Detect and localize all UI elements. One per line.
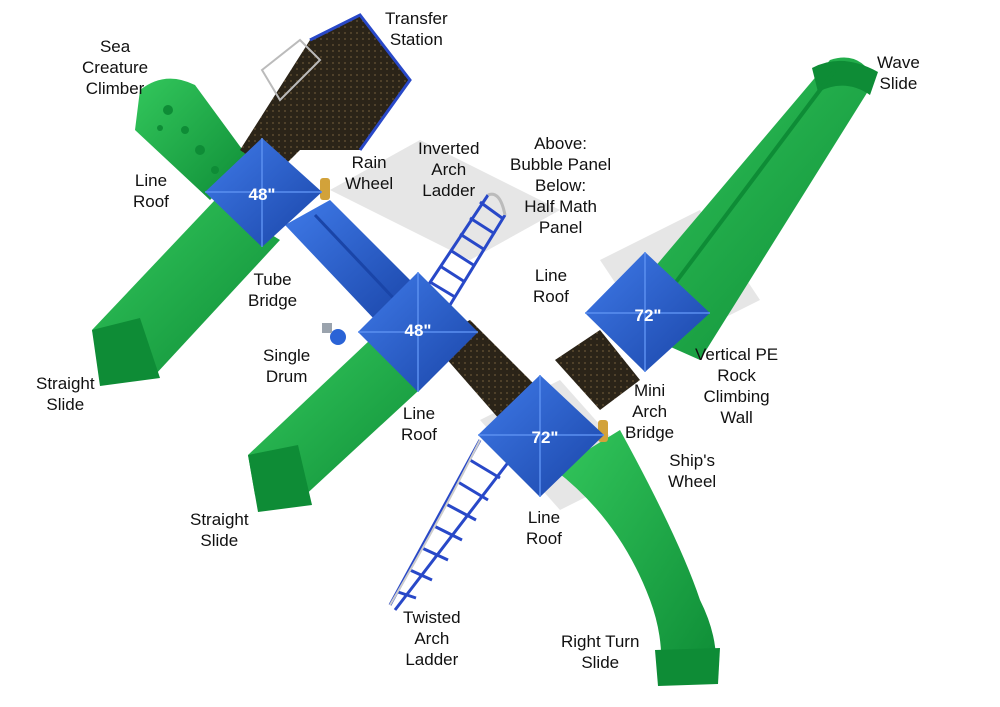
- roof-size-label: 48": [405, 321, 432, 340]
- roof-48-center: 48": [358, 272, 478, 392]
- label-straight-slide-left: Straight Slide: [36, 374, 95, 414]
- label-line-roof-mid: Line Roof: [401, 404, 437, 444]
- label-line-roof-top-left: Line Roof: [133, 171, 169, 211]
- label-straight-slide-bottom: Straight Slide: [190, 510, 249, 550]
- label-sea-creature-climber: Sea Creature Climber: [82, 37, 149, 98]
- straight-slide-top-left: [92, 200, 280, 386]
- roof-72-right: 72": [585, 252, 710, 372]
- label-twisted-arch-ladder: Twisted Arch Ladder: [403, 608, 461, 669]
- roof-size-label: 72": [532, 428, 559, 447]
- inverted-arch-ladder: [423, 192, 507, 306]
- twisted-arch-ladder: [388, 439, 512, 611]
- label-mini-arch-bridge: Mini Arch Bridge: [625, 381, 675, 442]
- label-rain-wheel: Rain Wheel: [345, 153, 394, 193]
- label-tube-bridge: Tube Bridge: [248, 270, 298, 310]
- roof-72-bottom: 72": [478, 375, 604, 497]
- right-turn-slide: [555, 430, 720, 686]
- tube-bridge: [285, 200, 420, 320]
- label-inverted-arch-ladder: Inverted Arch Ladder: [418, 139, 480, 200]
- roof-size-label: 72": [635, 306, 662, 325]
- sea-creature-climber: [135, 78, 250, 200]
- label-wave-slide: Wave Slide: [877, 53, 920, 93]
- transfer-station-deck: [240, 13, 412, 175]
- label-line-roof-center: Line Roof: [533, 266, 569, 306]
- roof-48-top-left: 48": [205, 138, 322, 247]
- label-bubble-half-math-panel: Above: Bubble Panel Below: Half Math Pan…: [510, 134, 612, 237]
- straight-slide-center: [248, 340, 430, 512]
- rain-wheel: [320, 178, 330, 200]
- single-drum: [322, 323, 346, 345]
- label-vertical-pe-rock-climbing-wall: Vertical PE Rock Climbing Wall: [695, 345, 779, 427]
- label-right-turn-slide: Right Turn Slide: [561, 632, 640, 672]
- label-ships-wheel: Ship's Wheel: [668, 451, 717, 491]
- roof-size-label: 48": [249, 185, 276, 204]
- label-single-drum: Single Drum: [263, 346, 311, 386]
- label-line-roof-bottom: Line Roof: [526, 508, 562, 548]
- label-transfer-station: Transfer Station: [385, 9, 448, 49]
